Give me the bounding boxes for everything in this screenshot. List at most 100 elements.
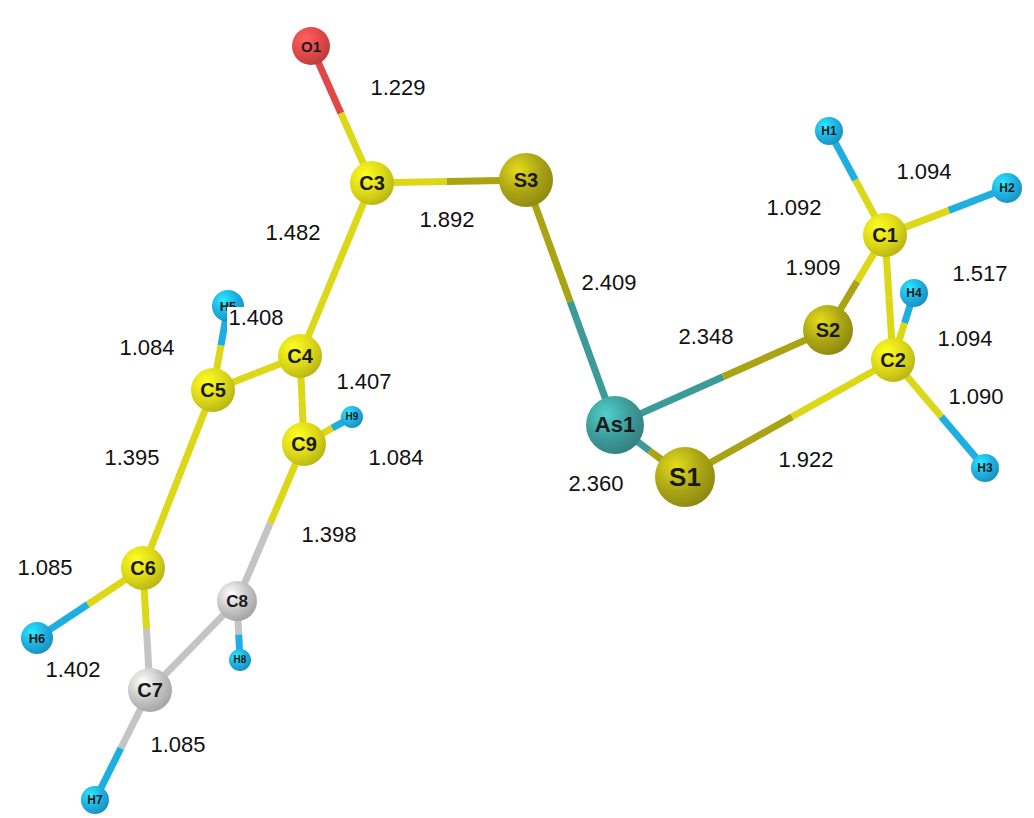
bond-half bbox=[49, 604, 88, 630]
atom-sphere: S1 bbox=[655, 447, 715, 507]
bond-half bbox=[886, 255, 889, 298]
bond-length: 1.408 bbox=[227, 307, 284, 329]
atom-label: C5 bbox=[200, 380, 226, 400]
atom-sphere: C6 bbox=[121, 546, 165, 590]
bond-length: 1.084 bbox=[367, 447, 424, 469]
atom-label: H7 bbox=[87, 794, 102, 806]
bond-half bbox=[88, 579, 127, 605]
bond bbox=[244, 462, 296, 584]
atom-sphere: H2 bbox=[992, 173, 1022, 203]
bond-half bbox=[121, 708, 141, 749]
bond bbox=[164, 614, 225, 676]
atom-sphere: C2 bbox=[871, 338, 915, 382]
bond bbox=[318, 62, 364, 165]
atom-label: C4 bbox=[287, 346, 313, 366]
bond bbox=[639, 339, 808, 414]
atom-sphere: H6 bbox=[21, 622, 53, 654]
atom-label: H9 bbox=[346, 412, 359, 422]
atom-sphere: S3 bbox=[499, 153, 553, 207]
atom-sphere: C5 bbox=[191, 368, 235, 412]
bond-length: 2.409 bbox=[580, 272, 637, 294]
atom-label: S2 bbox=[816, 320, 840, 340]
atom-sphere: C9 bbox=[282, 422, 326, 466]
bond-length: 1.092 bbox=[765, 197, 822, 219]
bond bbox=[886, 255, 891, 340]
atom-sphere: C1 bbox=[863, 213, 907, 257]
bond bbox=[636, 441, 663, 461]
atom-sphere: H3 bbox=[971, 454, 999, 482]
atom-label: H1 bbox=[821, 125, 836, 137]
bond-length: 1.094 bbox=[895, 161, 952, 183]
bond-length: 1.084 bbox=[118, 337, 175, 359]
bond-half bbox=[447, 180, 502, 181]
atom-label: H2 bbox=[999, 182, 1014, 194]
bond-half bbox=[101, 748, 121, 789]
bond-half bbox=[244, 523, 270, 584]
atom-label: As1 bbox=[595, 414, 635, 436]
atom-label: C8 bbox=[226, 593, 248, 610]
atom-label: S3 bbox=[514, 170, 538, 190]
bond bbox=[903, 193, 994, 228]
bond-length: 1.909 bbox=[784, 257, 841, 279]
bond-half bbox=[144, 588, 146, 629]
bond-half bbox=[792, 370, 876, 417]
bond-length: 1.090 bbox=[947, 386, 1004, 408]
atom-label: C7 bbox=[137, 680, 163, 700]
bond bbox=[231, 363, 281, 383]
atom-sphere: S2 bbox=[803, 305, 853, 355]
bond-half bbox=[194, 614, 224, 645]
bond-length: 2.360 bbox=[567, 473, 624, 495]
bond-length: 1.482 bbox=[264, 222, 321, 244]
bond-half bbox=[857, 252, 875, 281]
atom-sphere: H8 bbox=[229, 649, 251, 671]
bond-half bbox=[949, 193, 994, 211]
bond-length: 1.398 bbox=[300, 524, 357, 546]
bond-half bbox=[903, 210, 948, 228]
atom-sphere: C3 bbox=[350, 161, 394, 205]
bond-half bbox=[231, 373, 256, 383]
atom-label: S1 bbox=[669, 464, 701, 490]
bond-half bbox=[534, 203, 570, 302]
atom-sphere: C8 bbox=[217, 581, 257, 621]
bond bbox=[49, 579, 126, 630]
bond-length: 1.085 bbox=[16, 557, 73, 579]
atom-sphere: H7 bbox=[81, 786, 109, 814]
bond-half bbox=[147, 629, 149, 670]
bond-half bbox=[221, 320, 225, 345]
bond-half bbox=[835, 142, 855, 180]
bond-length: 1.922 bbox=[777, 449, 834, 471]
atom-sphere: As1 bbox=[586, 396, 644, 454]
bond bbox=[392, 180, 502, 182]
atom-sphere: O1 bbox=[292, 27, 330, 65]
atom-label: C1 bbox=[872, 225, 898, 245]
bond-half bbox=[178, 408, 206, 479]
atom-label: C2 bbox=[880, 350, 906, 370]
atom-label: C9 bbox=[291, 434, 317, 454]
bond-half bbox=[341, 113, 364, 165]
bond-length: 1.892 bbox=[418, 209, 475, 231]
atom-sphere: C4 bbox=[278, 334, 322, 378]
bond-half bbox=[150, 479, 178, 550]
bond-half bbox=[855, 180, 875, 218]
bond bbox=[899, 305, 910, 341]
bond-half bbox=[840, 281, 858, 310]
bond-half bbox=[392, 182, 447, 183]
bond-half bbox=[302, 400, 303, 424]
bond bbox=[301, 376, 303, 424]
bond-length: 2.348 bbox=[677, 326, 734, 348]
bond bbox=[238, 619, 240, 650]
atom-label: O1 bbox=[301, 39, 321, 54]
atom-sphere: C7 bbox=[128, 668, 172, 712]
bond bbox=[101, 708, 142, 789]
bond-length: 1.229 bbox=[369, 77, 426, 99]
bond-half bbox=[941, 417, 976, 459]
bond-half bbox=[639, 377, 723, 415]
bond-length: 1.402 bbox=[44, 659, 101, 681]
bond-length: 1.085 bbox=[149, 734, 206, 756]
bond-half bbox=[301, 376, 302, 400]
bond-length: 1.517 bbox=[951, 263, 1008, 285]
bond-half bbox=[906, 375, 941, 417]
bond-half bbox=[270, 462, 296, 523]
bond-half bbox=[905, 305, 911, 323]
